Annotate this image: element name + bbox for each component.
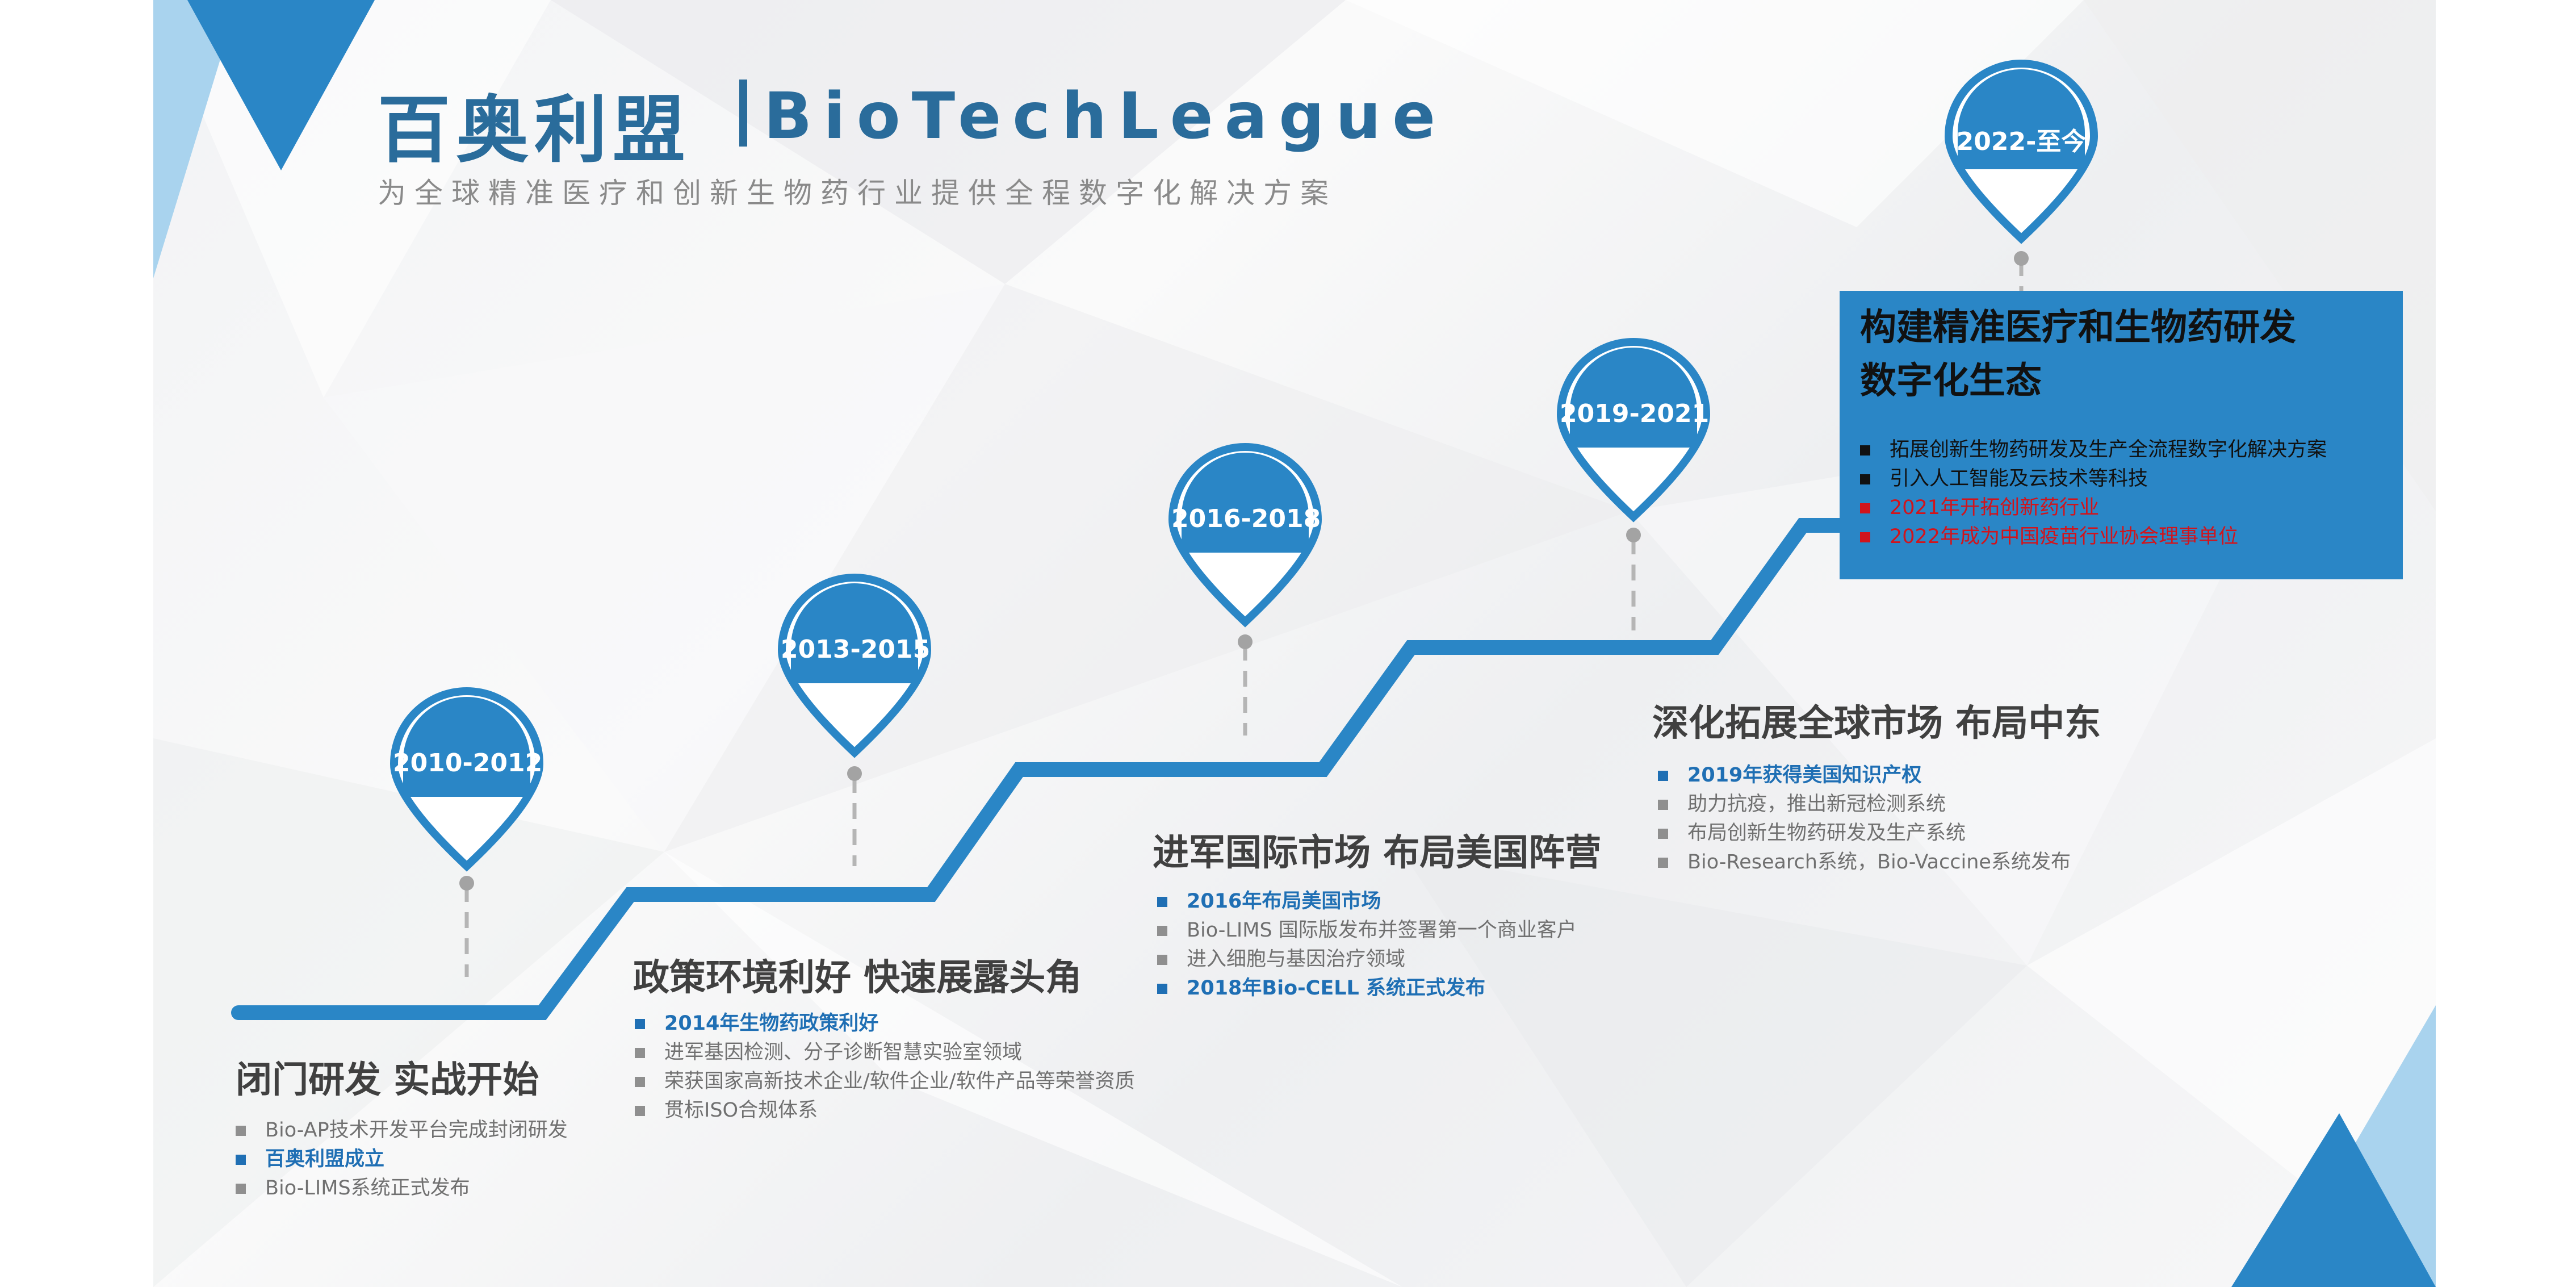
stage-title: 深化拓展全球市场 布局中东 [1652, 703, 2101, 745]
bullet-item: Bio-Research系统，Bio-Vaccine系统发布 [1658, 848, 2071, 877]
pin-label: 2022-至今 [1956, 127, 2087, 156]
pin-marker-2019 [1561, 342, 1706, 517]
bullet-item: Bio-LIMS系统正式发布 [236, 1174, 568, 1203]
current-stage-title-line: 构建精准医疗和生物药研发 [1860, 307, 2296, 349]
pin-marker-2016 [1172, 447, 1318, 622]
brand-name-en: BioTechLeague [764, 80, 1447, 153]
bullet-item: 2016年布局美国市场 [1157, 887, 1577, 916]
bullet-item: 布局创新生物药研发及生产系统 [1658, 819, 2071, 848]
bullet-item: 贯标ISO合规体系 [635, 1096, 1135, 1125]
current-stage-bullets: 拓展创新生物药研发及生产全流程数字化解决方案 引入人工智能及云技术等科技 202… [1860, 436, 2327, 551]
current-stage-title-line: 数字化生态 [1860, 360, 2042, 402]
bullet-item: 荣获国家高新技术企业/软件企业/软件产品等荣誉资质 [635, 1067, 1135, 1096]
pin-label: 2016-2018 [1171, 504, 1321, 533]
current-stage-box: 构建精准医疗和生物药研发 数字化生态 拓展创新生物药研发及生产全流程数字化解决方… [1840, 291, 2403, 579]
bullet-item: 助力抗疫，推出新冠检测系统 [1658, 790, 2071, 819]
bullet-item: 2022年成为中国疫苗行业协会理事单位 [1860, 523, 2327, 551]
pin-label: 2019-2021 [1560, 399, 1710, 428]
bullet-item: 2021年开拓创新药行业 [1860, 494, 2327, 523]
bullet-item: 引入人工智能及云技术等科技 [1860, 465, 2327, 494]
current-stage-title: 构建精准医疗和生物药研发 数字化生态 [1860, 301, 2296, 408]
stage-title: 政策环境利好 快速展露头角 [633, 957, 1082, 999]
bullet-item: 百奥利盟成立 [236, 1145, 568, 1174]
pin-marker-2013 [782, 578, 927, 753]
bullet-item: 进入细胞与基因治疗领域 [1157, 945, 1577, 974]
pin-label: 2013-2015 [781, 635, 931, 664]
stage-bullets: 2016年布局美国市场 Bio-LIMS 国际版发布并签署第一个商业客户 进入细… [1157, 887, 1577, 1003]
bullet-item: Bio-AP技术开发平台完成封闭研发 [236, 1116, 568, 1145]
stage-title: 闭门研发 实战开始 [236, 1059, 539, 1101]
bullet-item: 拓展创新生物药研发及生产全流程数字化解决方案 [1860, 436, 2327, 465]
stage-bullets: Bio-AP技术开发平台完成封闭研发 百奥利盟成立 Bio-LIMS系统正式发布 [236, 1116, 568, 1203]
stage-bullets: 2019年获得美国知识产权 助力抗疫，推出新冠检测系统 布局创新生物药研发及生产… [1658, 761, 2071, 877]
stage-title: 进军国际市场 布局美国阵营 [1153, 832, 1602, 874]
stage-bullets: 2014年生物药政策利好 进军基因检测、分子诊断智慧实验室领域 荣获国家高新技术… [635, 1009, 1135, 1125]
pin-marker-2010 [394, 691, 539, 866]
bullet-item: 2014年生物药政策利好 [635, 1009, 1135, 1038]
bullet-item: 进军基因检测、分子诊断智慧实验室领域 [635, 1038, 1135, 1067]
bullet-item: 2019年获得美国知识产权 [1658, 761, 2071, 790]
brand-tagline: 为全球精准医疗和创新生物药行业提供全程数字化解决方案 [378, 177, 1337, 210]
brand-divider [739, 80, 747, 147]
bullet-item: 2018年Bio-CELL 系统正式发布 [1157, 974, 1577, 1003]
pin-label: 2010-2012 [393, 749, 543, 778]
brand-name-cn: 百奥利盟 [378, 88, 692, 173]
bullet-item: Bio-LIMS 国际版发布并签署第一个商业客户 [1157, 916, 1577, 945]
